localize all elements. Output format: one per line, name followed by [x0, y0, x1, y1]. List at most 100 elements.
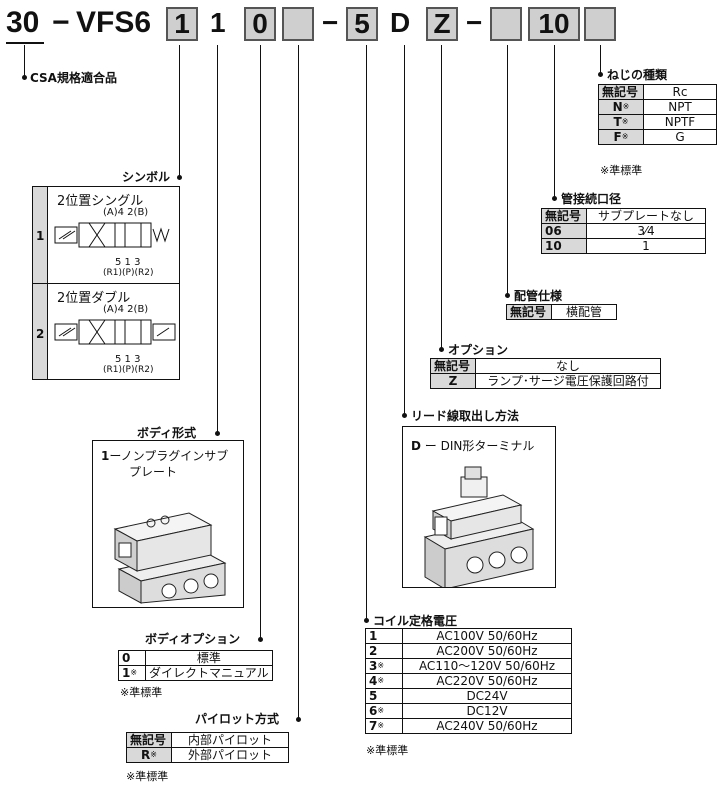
body-text-line2: プレート [129, 463, 177, 480]
code-box-piping [490, 7, 522, 41]
code-prefix: 30 [6, 6, 39, 40]
semi-std-mark: ※ [622, 117, 629, 126]
coil-key: 6※ [366, 704, 403, 719]
table-row: R※外部パイロット [127, 748, 289, 763]
pilot-key: R※ [127, 748, 172, 763]
port-leader [554, 45, 555, 198]
body-title: ボディ形式 [137, 424, 196, 441]
table-row: N※NPT [599, 100, 717, 115]
semi-std-mark: ※ [377, 706, 384, 715]
body-leader [217, 45, 218, 433]
pilot-table: 無記号内部パイロット R※外部パイロット [126, 732, 289, 763]
lead-leader [404, 45, 405, 415]
port-value: 1 [587, 239, 706, 254]
code-dash-2: − [322, 8, 338, 38]
coil-dot [364, 618, 369, 623]
thread-note: ※準標準 [600, 162, 642, 178]
thread-key: 無記号 [599, 85, 644, 100]
thread-key: F※ [599, 130, 644, 145]
coil-key: 3※ [366, 659, 403, 674]
key-text: 無記号 [130, 733, 166, 747]
table-row: 0標準 [119, 651, 273, 666]
key-text: F [614, 130, 622, 144]
code-lead: D [390, 8, 410, 38]
table-row: 6※DC12V [366, 704, 572, 719]
port-title: 管接続口径 [561, 190, 621, 207]
pilot-dot [296, 717, 301, 722]
thread-dot [598, 72, 603, 77]
thread-value: G [644, 130, 717, 145]
key-text: R [141, 748, 150, 762]
coil-key: 4※ [366, 674, 403, 689]
pilot-title: パイロット方式 [195, 710, 279, 727]
code-box-thread [584, 7, 616, 41]
pilot-note: ※準標準 [126, 768, 168, 784]
coil-key: 5 [366, 689, 403, 704]
coil-key: 1 [366, 629, 403, 644]
symbol-dot [177, 175, 182, 180]
symbol-ports-top: (A)4 2(B) [103, 304, 148, 315]
code-box-port: 10 [528, 7, 580, 41]
semi-std-mark: ※ [377, 676, 384, 685]
csa-label: CSA規格適合品 [30, 69, 117, 86]
code-dash-1: − [52, 6, 70, 40]
table-row: T※NPTF [599, 115, 717, 130]
table-row: 無記号なし [431, 359, 661, 374]
lead-title: リード線取出し方法 [411, 407, 519, 424]
port-value: 3⁄4 [587, 224, 706, 239]
pilot-value: 外部パイロット [172, 748, 289, 763]
symbol-key: 1 [36, 229, 44, 243]
symbol-ports-bottom: 5 1 3 [115, 354, 140, 365]
coil-key: 2 [366, 644, 403, 659]
thread-title: ねじの種類 [607, 66, 667, 83]
semi-std-mark: ※ [623, 102, 630, 111]
table-row: 7※AC240V 50/60Hz [366, 719, 572, 734]
lead-item: D ー DIN形ターミナル [411, 437, 534, 454]
option-leader [441, 45, 442, 349]
symbol-ports-bottom: 5 1 3 [115, 257, 140, 268]
piping-dot [505, 293, 510, 298]
bodyopt-dot [258, 637, 263, 642]
table-row: F※G [599, 130, 717, 145]
body-panel: 1ーノンプラグインサブ プレート [92, 440, 244, 608]
piping-value: 横配管 [552, 305, 617, 320]
semi-std-mark: ※ [377, 661, 384, 670]
coil-leader [366, 45, 367, 620]
code-box-solenoid: 1 [166, 7, 198, 41]
body-item: 1ーノンプラグインサブ [101, 447, 228, 464]
option-dot [439, 347, 444, 352]
table-row: 無記号Rc [599, 85, 717, 100]
coil-value: DC24V [403, 689, 572, 704]
table-row: 1※ダイレクトマニュアル [119, 666, 273, 681]
piping-leader [507, 45, 508, 295]
option-value: なし [476, 359, 661, 374]
code-box-pilot [282, 7, 314, 41]
port-value: サブプレートなし [587, 209, 706, 224]
body-dot [215, 431, 220, 436]
single-solenoid-symbol [49, 219, 179, 255]
csa-dot [22, 75, 27, 80]
port-key: 06 [542, 224, 587, 239]
key-text: 1 [369, 629, 377, 643]
key-text: T [614, 115, 622, 129]
semi-std-mark: ※ [150, 750, 157, 759]
pilot-value: 内部パイロット [172, 733, 289, 748]
valve-body-illustration [93, 485, 243, 605]
lead-panel: D ー DIN形ターミナル [402, 426, 556, 588]
semi-std-mark: ※ [130, 668, 137, 677]
prefix-underline [6, 42, 44, 44]
table-row: 063⁄4 [542, 224, 706, 239]
table-row: 無記号サブプレートなし [542, 209, 706, 224]
thread-key: N※ [599, 100, 644, 115]
piping-table: 無記号横配管 [506, 304, 617, 320]
coil-note: ※準標準 [366, 742, 408, 758]
key-text: N [613, 100, 623, 114]
double-solenoid-symbol [49, 316, 179, 352]
coil-value: AC200V 50/60Hz [403, 644, 572, 659]
bodyopt-value: ダイレクトマニュアル [146, 666, 273, 681]
